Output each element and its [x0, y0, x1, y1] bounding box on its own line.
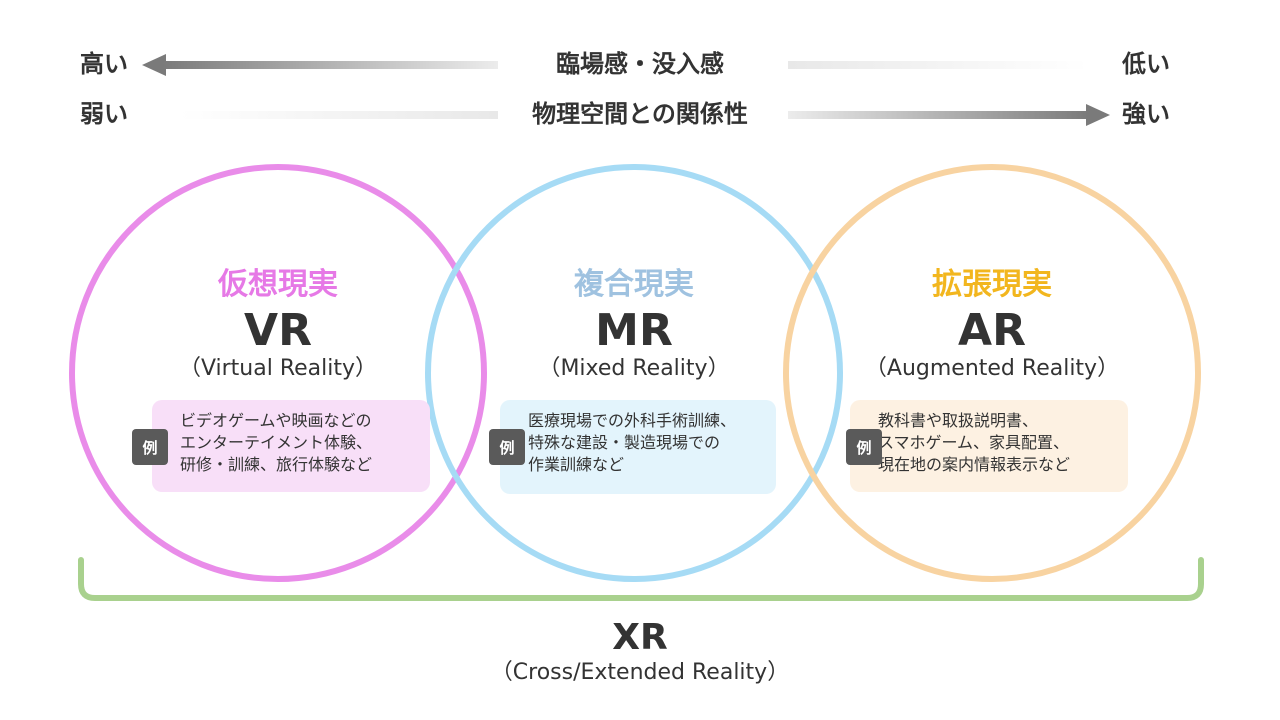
ar-example-box: 教科書や取扱説明書、 スマホゲーム、家具配置、 現在地の案内情報表示など	[850, 400, 1128, 492]
immersion-low-label: 低い	[1122, 50, 1170, 78]
xr-bracket	[78, 557, 1204, 601]
mr-example-badge: 例	[489, 429, 525, 465]
mr-full-name: （Mixed Reality）	[538, 356, 730, 381]
vr-example-badge: 例	[132, 429, 168, 465]
ar-example-line-1: 教科書や取扱説明書、	[878, 411, 1039, 430]
ar-example-badge: 例	[846, 429, 882, 465]
xr-abbreviation: XR	[612, 617, 668, 658]
vr-example-line-1: ビデオゲームや映画などの	[180, 411, 372, 430]
arrow-head-left	[142, 54, 166, 76]
relation-strong-label: 強い	[1122, 100, 1170, 128]
ar-full-name: （Augmented Reality）	[864, 356, 1120, 381]
mr-abbreviation: MR	[595, 305, 673, 356]
ar-abbreviation: AR	[958, 305, 1026, 356]
vr-example-box: ビデオゲームや映画などの エンターテイメント体験、 研修・訓練、旅行体験など	[152, 400, 430, 492]
mr-example-line-1: 医療現場での外科手術訓練、	[528, 411, 737, 430]
vr-example-line-3: 研修・訓練、旅行体験など	[180, 455, 373, 474]
mr-example-line-3: 作業訓練など	[528, 455, 625, 474]
immersion-high-label: 高い	[80, 50, 128, 78]
immersion-scale-label: 臨場感・没入感	[556, 50, 724, 78]
relation-arrow-right	[788, 104, 1110, 126]
vr-full-name: （Virtual Reality）	[178, 356, 378, 381]
ar-japanese-name: 拡張現実	[932, 267, 1052, 302]
arrow-head-right	[1086, 104, 1110, 126]
mr-example-line-2: 特殊な建設・製造現場での	[528, 433, 721, 452]
mr-example-box: 医療現場での外科手術訓練、 特殊な建設・製造現場での 作業訓練など	[500, 400, 776, 494]
immersion-fade-right	[788, 61, 1088, 69]
ar-circle	[783, 164, 1201, 582]
vr-japanese-name: 仮想現実	[218, 267, 338, 302]
arrow-shaft-left	[162, 61, 498, 69]
immersion-arrow-left	[142, 54, 498, 76]
ar-example-line-2: スマホゲーム、家具配置、	[878, 433, 1070, 452]
xr-full-name: （Cross/Extended Reality）	[490, 660, 790, 685]
relation-fade-left	[180, 111, 498, 119]
relation-weak-label: 弱い	[80, 100, 128, 128]
vr-example-line-2: エンターテイメント体験、	[180, 433, 373, 452]
arrow-shaft-right	[788, 111, 1090, 119]
relation-scale-label: 物理空間との関係性	[532, 100, 748, 128]
vr-abbreviation: VR	[244, 305, 312, 356]
ar-example-line-3: 現在地の案内情報表示など	[878, 455, 1071, 474]
mr-japanese-name: 複合現実	[574, 267, 694, 302]
